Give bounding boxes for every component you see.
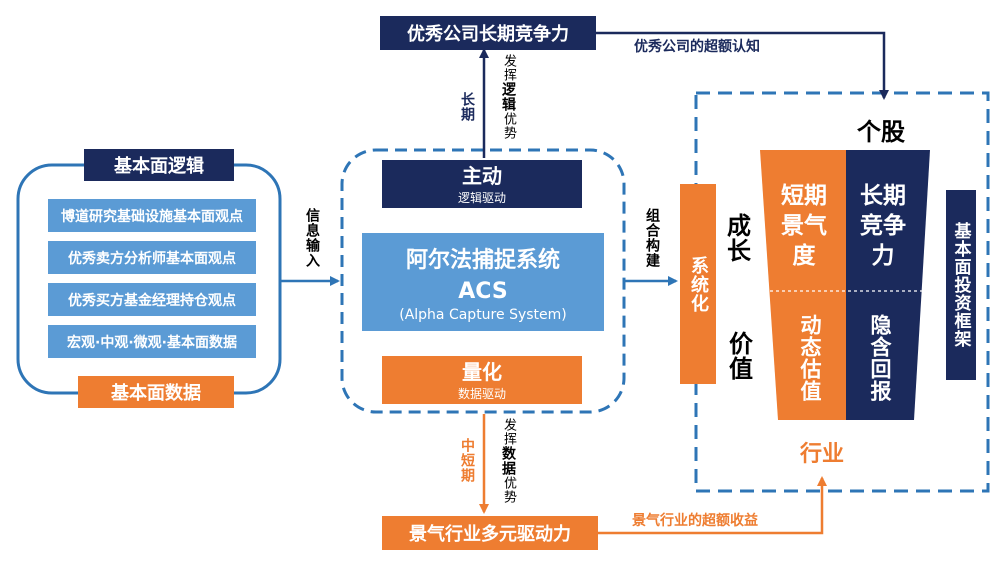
mid-short-label: 中短期: [459, 437, 475, 483]
value-label: 价值: [724, 331, 753, 381]
left-item-2: 优秀卖方分析师基本面观点: [48, 241, 256, 274]
active-title: 主动: [462, 163, 502, 188]
implied-return-label: 隐含回报: [868, 314, 892, 402]
combine-label: 组合构建: [644, 208, 660, 268]
long-competitive-text: 长期竞争力: [852, 176, 914, 276]
top-arrow-label: 优秀公司的超额认知: [634, 36, 834, 56]
data-adv-1: 发挥: [501, 418, 516, 446]
logic-adv-2: 逻辑: [500, 82, 516, 112]
top-right-arrow: [596, 31, 889, 100]
long-competitive-label: 长期竞争力: [860, 183, 906, 269]
data-adv-3: 优势: [501, 476, 516, 504]
acs-title: 阿尔法捕捉系统: [405, 248, 560, 273]
bottom-right-arrow: [598, 476, 827, 535]
right-dashed-container: [694, 91, 990, 493]
acs-abbr: ACS: [458, 278, 508, 304]
bottom-arrow-label-text: 景气行业的超额收益: [632, 513, 758, 529]
quant-title: 量化: [462, 359, 502, 384]
growth-label: 成长: [722, 213, 751, 263]
acs-fullname: (Alpha Capture System): [399, 307, 567, 323]
industry-label: 行业: [799, 442, 844, 467]
left-item-1: 博道研究基础设施基本面观点: [48, 199, 256, 232]
acs-box: 阿尔法捕捉系统 ACS (Alpha Capture System): [362, 233, 604, 331]
investment-framework-box: 基本面投资框架: [946, 190, 976, 380]
systematic-box: 系统化: [680, 184, 716, 384]
short-prosperity-text: 短期景气度: [774, 176, 834, 276]
left-item-3: 优秀买方基金经理持仓观点: [48, 283, 256, 316]
logic-adv-3: 优势: [501, 112, 516, 140]
left-item-4: 宏观·中观·微观·基本面数据: [48, 325, 256, 358]
top-competitiveness-box: 优秀公司长期竞争力: [380, 16, 596, 50]
active-subtitle: 逻辑驱动: [457, 190, 506, 205]
bottom-arrow-label: 景气行业的超额收益: [632, 510, 812, 530]
long-term-label: 长期: [459, 92, 475, 122]
fundamental-data-label: 基本面数据: [78, 376, 234, 408]
dynamic-valuation-label: 动态估值: [798, 314, 822, 402]
logic-advantage-label: 发挥逻辑优势: [496, 54, 518, 150]
short-prosperity-label: 短期景气度: [781, 183, 827, 269]
active-box: 主动 逻辑驱动: [382, 160, 582, 208]
bottom-driver-box: 景气行业多元驱动力: [382, 516, 598, 550]
quant-box: 量化 数据驱动: [382, 356, 582, 404]
top-arrow-label-text: 优秀公司的超额认知: [634, 39, 760, 55]
fundamental-logic-label: 基本面逻辑: [84, 149, 234, 181]
quant-subtitle: 数据驱动: [457, 386, 506, 401]
stock-label: 个股: [857, 117, 905, 146]
info-input-label: 信息输入: [304, 208, 320, 268]
orange-funnel: [760, 150, 846, 420]
data-advantage-label: 发挥数据优势: [496, 418, 518, 514]
logic-adv-1: 发挥: [501, 54, 516, 82]
navy-funnel: [846, 150, 930, 420]
data-adv-2: 数据: [500, 446, 516, 476]
